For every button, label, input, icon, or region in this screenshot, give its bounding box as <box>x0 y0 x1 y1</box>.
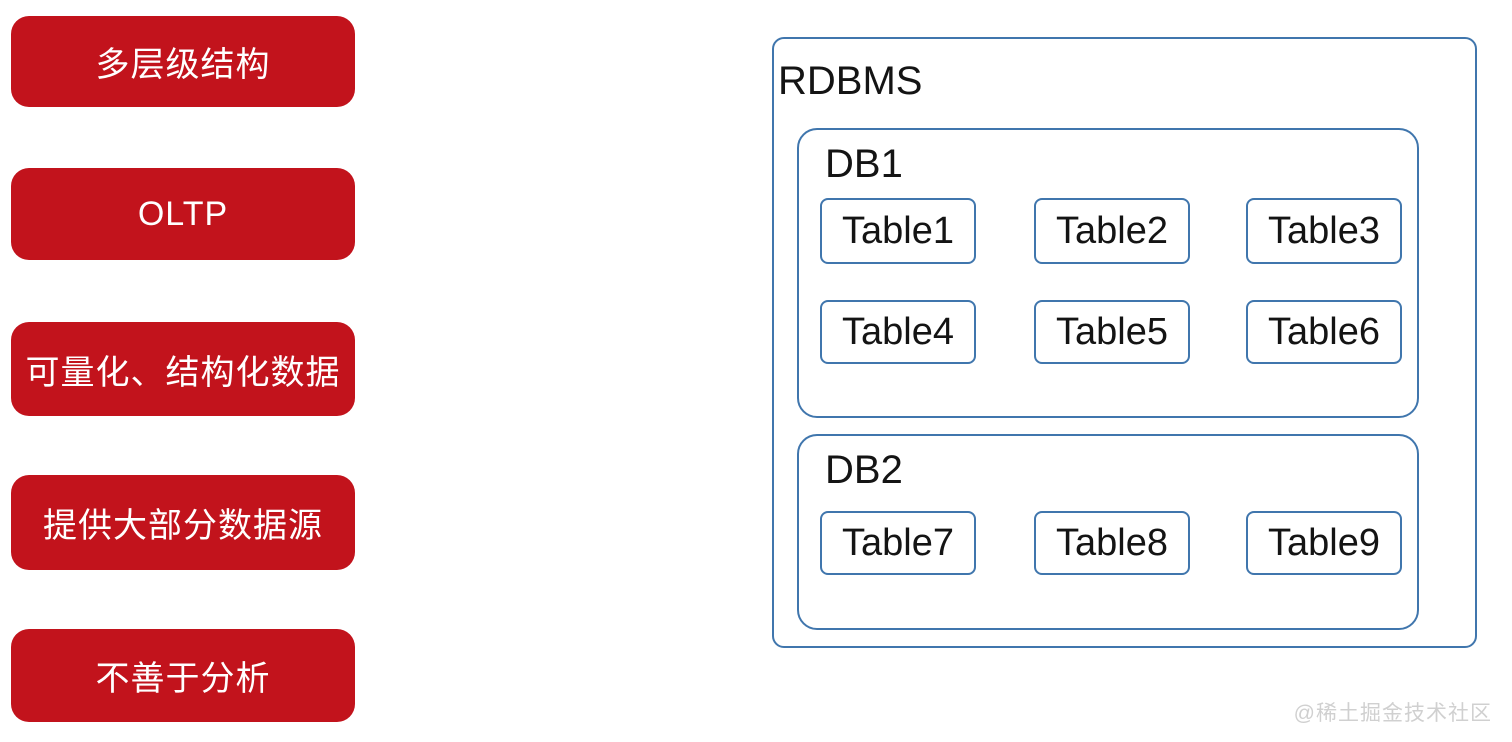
rdbms-container: RDBMS DB1 Table1 Table2 Table3 Table4 Ta… <box>772 37 1477 648</box>
table2-box: Table2 <box>1034 198 1190 264</box>
rdbms-title: RDBMS <box>778 59 923 103</box>
feature-box-label: OLTP <box>137 194 229 233</box>
feature-box-label: 多层级结构 <box>95 46 271 84</box>
feature-box-oltp: OLTP <box>11 168 355 260</box>
db2-container: DB2 Table7 Table8 Table9 <box>797 434 1419 630</box>
feature-box-multilevel-structure: 多层级结构 <box>11 16 355 107</box>
table9-box: Table9 <box>1246 511 1402 575</box>
db1-title: DB1 <box>825 142 903 186</box>
table4-box: Table4 <box>820 300 976 364</box>
table3-box: Table3 <box>1246 198 1402 264</box>
feature-box-structured-data: 可量化、结构化数据 <box>11 322 355 416</box>
feature-box-data-source: 提供大部分数据源 <box>11 475 355 570</box>
table1-box: Table1 <box>820 198 976 264</box>
feature-box-label: 可量化、结构化数据 <box>25 353 341 392</box>
table7-box: Table7 <box>820 511 976 575</box>
table8-box: Table8 <box>1034 511 1190 575</box>
table5-box: Table5 <box>1034 300 1190 364</box>
watermark-text: @稀土掘金技术社区 <box>1293 702 1492 725</box>
db1-container: DB1 Table1 Table2 Table3 Table4 Table5 T… <box>797 128 1419 418</box>
feature-box-label: 不善于分析 <box>95 660 271 698</box>
table6-box: Table6 <box>1246 300 1402 364</box>
feature-box-label: 提供大部分数据源 <box>43 507 323 545</box>
db2-title: DB2 <box>825 448 903 492</box>
feature-box-not-for-analysis: 不善于分析 <box>11 629 355 722</box>
